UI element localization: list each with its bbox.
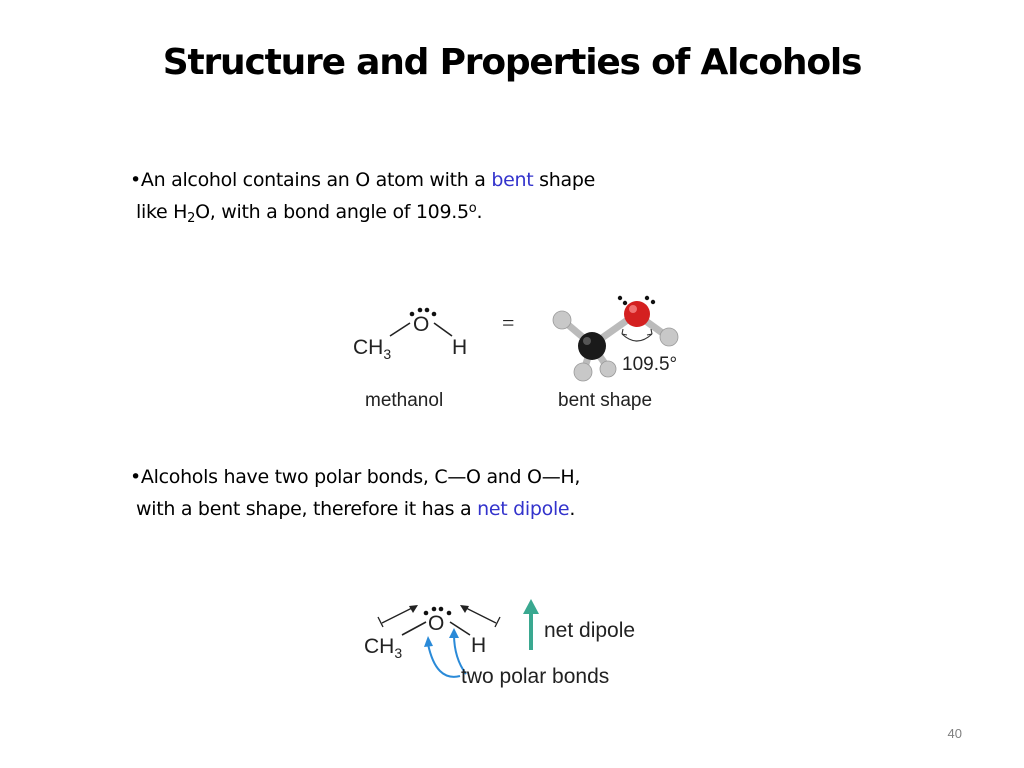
ball-and-stick-model-icon <box>552 295 679 382</box>
bullet1-text-a: An alcohol contains an O atom with a <box>140 169 492 191</box>
bullet1-l2-c: . <box>476 201 483 223</box>
bullet2-line2: with a bent shape, therefore it has a ne… <box>130 493 730 525</box>
methanol-label: methanol <box>365 390 443 411</box>
ch3-label: CH3 <box>364 635 402 661</box>
c-o-bond-line <box>389 322 411 337</box>
hydrogen-label: H <box>452 336 467 359</box>
two-polar-bonds-label: two polar bonds <box>461 665 609 688</box>
oxygen-label: O <box>428 612 444 635</box>
net-dipole-label: net dipole <box>544 619 635 642</box>
bullet1-l2-a: like H <box>136 201 188 223</box>
oxygen-label: O <box>413 313 429 336</box>
bullet-marker: • <box>130 466 141 488</box>
bullet2-l2-a: with a bent shape, therefore it has a <box>136 498 478 520</box>
bullet-net-dipole: •Alcohols have two polar bonds, C—O and … <box>130 461 730 525</box>
page-number: 40 <box>947 726 962 741</box>
polar-bond-arrowhead-icon <box>424 628 459 647</box>
bent-shape-label: bent shape <box>558 390 652 411</box>
bullet2-l2-b: . <box>569 498 576 520</box>
methanol-figure: CH3 O H = <box>353 295 679 411</box>
equals-sign: = <box>502 310 514 335</box>
lone-pairs-icon <box>423 606 452 616</box>
bond-dipole-arrow-icon <box>460 605 501 628</box>
dipole-figure: CH3 O H net dipole <box>364 599 635 688</box>
bullet-marker: • <box>130 169 141 191</box>
degree-superscript: o <box>468 201 477 216</box>
bent-term: bent <box>491 169 534 191</box>
o-h-bond-line <box>449 621 471 636</box>
net-dipole-term: net dipole <box>477 498 570 520</box>
net-dipole-arrow-icon <box>523 599 539 650</box>
slide-title: Structure and Properties of Alcohols <box>162 42 863 83</box>
bullet1-text-b: shape <box>533 169 595 191</box>
hydrogen-label: H <box>471 634 486 657</box>
ch3-label: CH3 <box>353 336 391 362</box>
bond-dipole-arrow-icon <box>377 605 418 628</box>
bullet-bent-shape: •An alcohol contains an O atom with a be… <box>130 164 730 228</box>
bond-angle-label: 109.5° <box>622 354 677 375</box>
c-o-bond-line <box>401 621 427 636</box>
bullet2-line1: Alcohols have two polar bonds, C—O and O… <box>140 466 581 488</box>
o-h-bond-line <box>433 322 453 337</box>
bullet1-line2: like H2O, with a bond angle of 109.5o. <box>130 196 730 228</box>
lone-pairs-icon <box>409 307 437 317</box>
bullet1-l2-b: O, with a bond angle of 109.5 <box>195 201 469 223</box>
h2o-subscript: 2 <box>187 211 196 226</box>
